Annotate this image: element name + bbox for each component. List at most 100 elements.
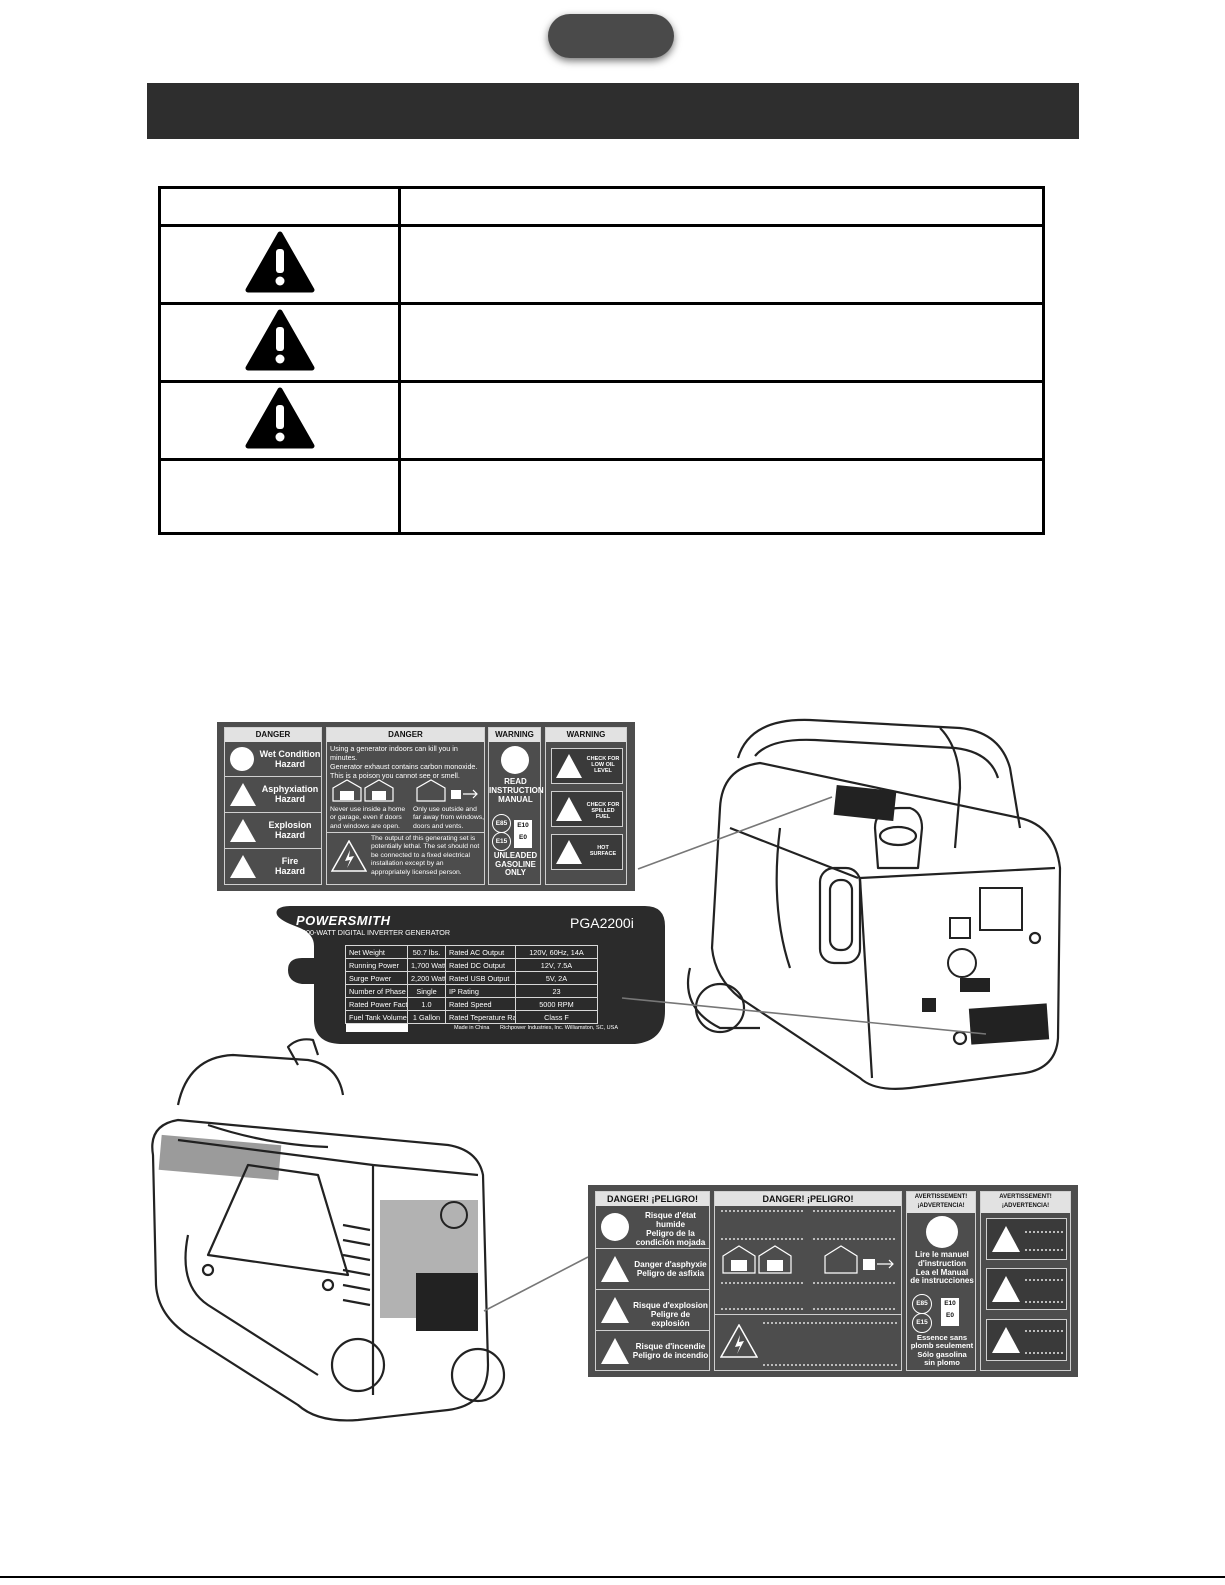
asphyxiation-icon	[230, 783, 256, 806]
signal-word-table	[158, 186, 1045, 535]
safety-label-english: DANGER Wet Condition Hazard Asphyxiation…	[217, 722, 635, 891]
french-never-text	[721, 1282, 803, 1310]
explosion-icon	[601, 1297, 629, 1323]
explosion-icon	[230, 819, 256, 842]
danger-hazard-panel-bilingual: DANGER! ¡PELIGRO! Risque d'état humide P…	[595, 1191, 710, 1371]
fire-icon	[601, 1338, 629, 1364]
safety-label-bilingual: DANGER! ¡PELIGRO! Risque d'état humide P…	[588, 1185, 1078, 1377]
table-row	[158, 302, 1045, 383]
fuel-warning-text	[1025, 1279, 1063, 1303]
read-manual-icon	[501, 746, 529, 774]
spec-cell: Class F	[515, 1010, 598, 1024]
table-cell-meaning	[398, 302, 1045, 383]
fuel-warning-box	[986, 1268, 1067, 1310]
spec-cell: 1.0	[407, 997, 446, 1011]
hot-surface-box: HOT SURFACE	[551, 834, 623, 870]
leader-line-top	[637, 796, 833, 870]
oil-warning-text	[1025, 1231, 1063, 1251]
fuel-warning-box: CHECK FOR SPILLED FUEL	[551, 791, 623, 827]
divider	[596, 1330, 709, 1331]
wet-hazard-icon	[230, 747, 254, 771]
table-header-cell-1	[158, 186, 401, 227]
e85-badge: E85	[912, 1294, 932, 1314]
fire-icon	[230, 855, 256, 878]
fuel-pump-icon: E10 E0	[941, 1298, 959, 1326]
oil-warning-text: CHECK FOR LOW OIL LEVEL	[586, 756, 620, 775]
safety-alert-icon	[245, 231, 314, 293]
spec-cell: Rated Speed	[445, 997, 516, 1011]
divider	[225, 848, 321, 849]
spec-subtitle: 2,200-WATT DIGITAL INVERTER GENERATOR	[296, 928, 451, 937]
divider	[327, 832, 484, 833]
hot-surface-icon	[992, 1327, 1020, 1353]
lethal-output-text-block	[763, 1322, 897, 1366]
spec-cell: 120V, 60Hz, 14A	[515, 945, 598, 959]
spec-cell: Rated Teperature Raise	[445, 1010, 516, 1024]
hot-surface-text	[1025, 1330, 1063, 1354]
french-text-block	[721, 1210, 803, 1240]
table-cell-symbol	[158, 380, 401, 461]
hot-surface-box	[986, 1319, 1067, 1361]
safety-alert-icon	[245, 309, 314, 371]
table-cell-symbol	[158, 458, 401, 535]
warning-pictogram-panel: WARNING CHECK FOR LOW OIL LEVEL CHECK FO…	[545, 727, 627, 885]
hazard-explosion-label: Risque d'explosion Peligre de explosión	[633, 1301, 708, 1329]
co-warning-text: Using a generator indoors can kill you i…	[330, 744, 483, 780]
serial-number-box	[346, 1024, 408, 1032]
never-use-text: Never use inside a home or garage, even …	[330, 806, 406, 830]
table-header-cell-2	[398, 186, 1045, 227]
house-garage-icon	[722, 1245, 894, 1274]
leader-line-middle	[621, 997, 987, 1035]
hazard-fire-label: Fire Hazard	[274, 856, 305, 876]
e0-text: E0	[946, 1312, 954, 1319]
divider	[225, 812, 321, 813]
unleaded-fuel-text: UNLEADED GASOLINE ONLY	[493, 851, 538, 878]
e15-badge: E15	[492, 832, 511, 851]
hot-surface-text: HOT SURFACE	[589, 845, 617, 858]
lethal-output-text: The output of this generating set is pot…	[371, 835, 480, 876]
spec-cell: IP Rating	[445, 984, 516, 998]
danger-co-panel-bilingual: DANGER! ¡PELIGRO!	[714, 1191, 902, 1371]
danger-hazard-panel: DANGER Wet Condition Hazard Asphyxiation…	[224, 727, 322, 885]
leader-line-bottom	[483, 1256, 589, 1312]
panel-header: DANGER	[327, 728, 484, 742]
table-cell-symbol	[158, 224, 401, 305]
oil-warning-box: CHECK FOR LOW OIL LEVEL	[551, 748, 623, 784]
spec-cell: Surge Power	[345, 971, 408, 985]
spec-cell: 1 Gallon	[407, 1010, 446, 1024]
hazard-fire-label: Risque d'incendie Peligro de incendio	[632, 1342, 709, 1361]
house-garage-icon	[332, 779, 478, 802]
panel-header: DANGER! ¡PELIGRO!	[596, 1192, 709, 1206]
spec-cell: 5000 RPM	[515, 997, 598, 1011]
spec-cell: Rated USB Output	[445, 971, 516, 985]
spec-cell: Running Power	[345, 958, 408, 972]
generator-rear-illustration	[151, 1038, 506, 1422]
spanish-only-text	[813, 1282, 895, 1310]
divider	[596, 1289, 709, 1290]
hazard-explosion-label: Explosion Hazard	[268, 820, 312, 840]
spec-cell: Single	[407, 984, 446, 998]
hazard-asphyxiation-label: Danger d'asphyxie Peligro de asfixia	[634, 1260, 707, 1279]
hazard-asphyxiation-label: Asphyxiation Hazard	[261, 784, 319, 804]
generator-front-illustration	[686, 718, 1062, 1090]
read-manual-icon	[926, 1216, 958, 1248]
panel-header: WARNING	[489, 728, 540, 742]
fuel-warning-text: CHECK FOR SPILLED FUEL	[586, 802, 620, 821]
company-text: Richpower Industries, Inc. Williamston, …	[500, 1025, 618, 1031]
panel-header: WARNING	[546, 728, 626, 742]
spec-cell: 5V, 2A	[515, 971, 598, 985]
e10-text: E10	[944, 1300, 956, 1307]
spec-cell: 50.7 lbs.	[407, 945, 446, 959]
spec-cell: 23	[515, 984, 598, 998]
table-cell-meaning	[398, 224, 1045, 305]
spec-cell: Rated Power Factor	[345, 997, 408, 1011]
spec-cell: 1,700 Watts	[407, 958, 446, 972]
divider	[225, 776, 321, 777]
warning-manual-panel-bilingual: AVERTISSEMENT! ¡ADVERTENCIA! Lire le man…	[906, 1191, 976, 1371]
co-text-line: This is a poison you cannot see or smell…	[330, 771, 460, 780]
divider	[715, 1314, 901, 1315]
hot-surface-icon	[556, 840, 582, 864]
